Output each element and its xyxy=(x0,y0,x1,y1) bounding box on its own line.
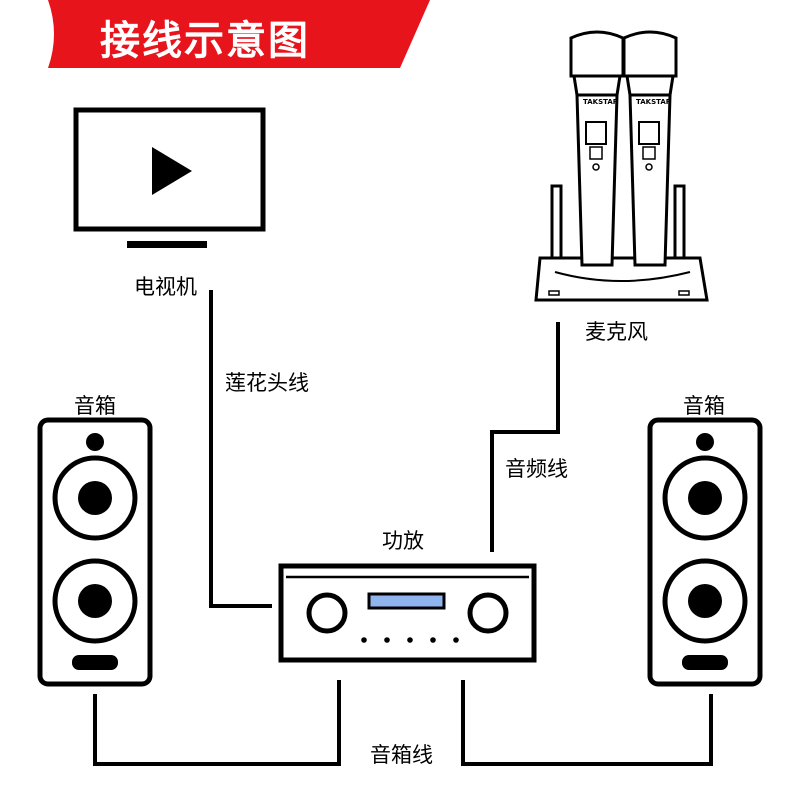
audio-cable-label: 音频线 xyxy=(505,457,568,481)
page-title: 接线示意图 xyxy=(100,18,310,64)
rca-cable xyxy=(209,290,272,608)
speaker-cable-label: 音箱线 xyxy=(370,743,433,767)
amplifier-icon xyxy=(278,563,537,663)
speaker-cable-right xyxy=(461,680,713,766)
speaker-right-label: 音箱 xyxy=(683,394,725,418)
mic-brand-2: TAKSTAR xyxy=(636,98,672,106)
microphone-label: 麦克风 xyxy=(585,320,648,344)
speaker-icon xyxy=(647,417,763,687)
tv-label: 电视机 xyxy=(134,275,197,299)
title-banner: 接线示意图 xyxy=(0,0,800,80)
rca-cable-label: 莲花头线 xyxy=(225,371,309,395)
banner-shape xyxy=(48,0,430,68)
tv-icon xyxy=(73,107,266,248)
speaker-cable-left xyxy=(93,680,341,766)
audio-cable xyxy=(490,322,560,552)
speaker-icon xyxy=(37,417,153,687)
amplifier-label: 功放 xyxy=(382,529,424,553)
speaker-left-label: 音箱 xyxy=(74,394,116,418)
mic-brand-1: TAKSTAR xyxy=(583,98,619,106)
microphone-icon xyxy=(534,30,709,302)
